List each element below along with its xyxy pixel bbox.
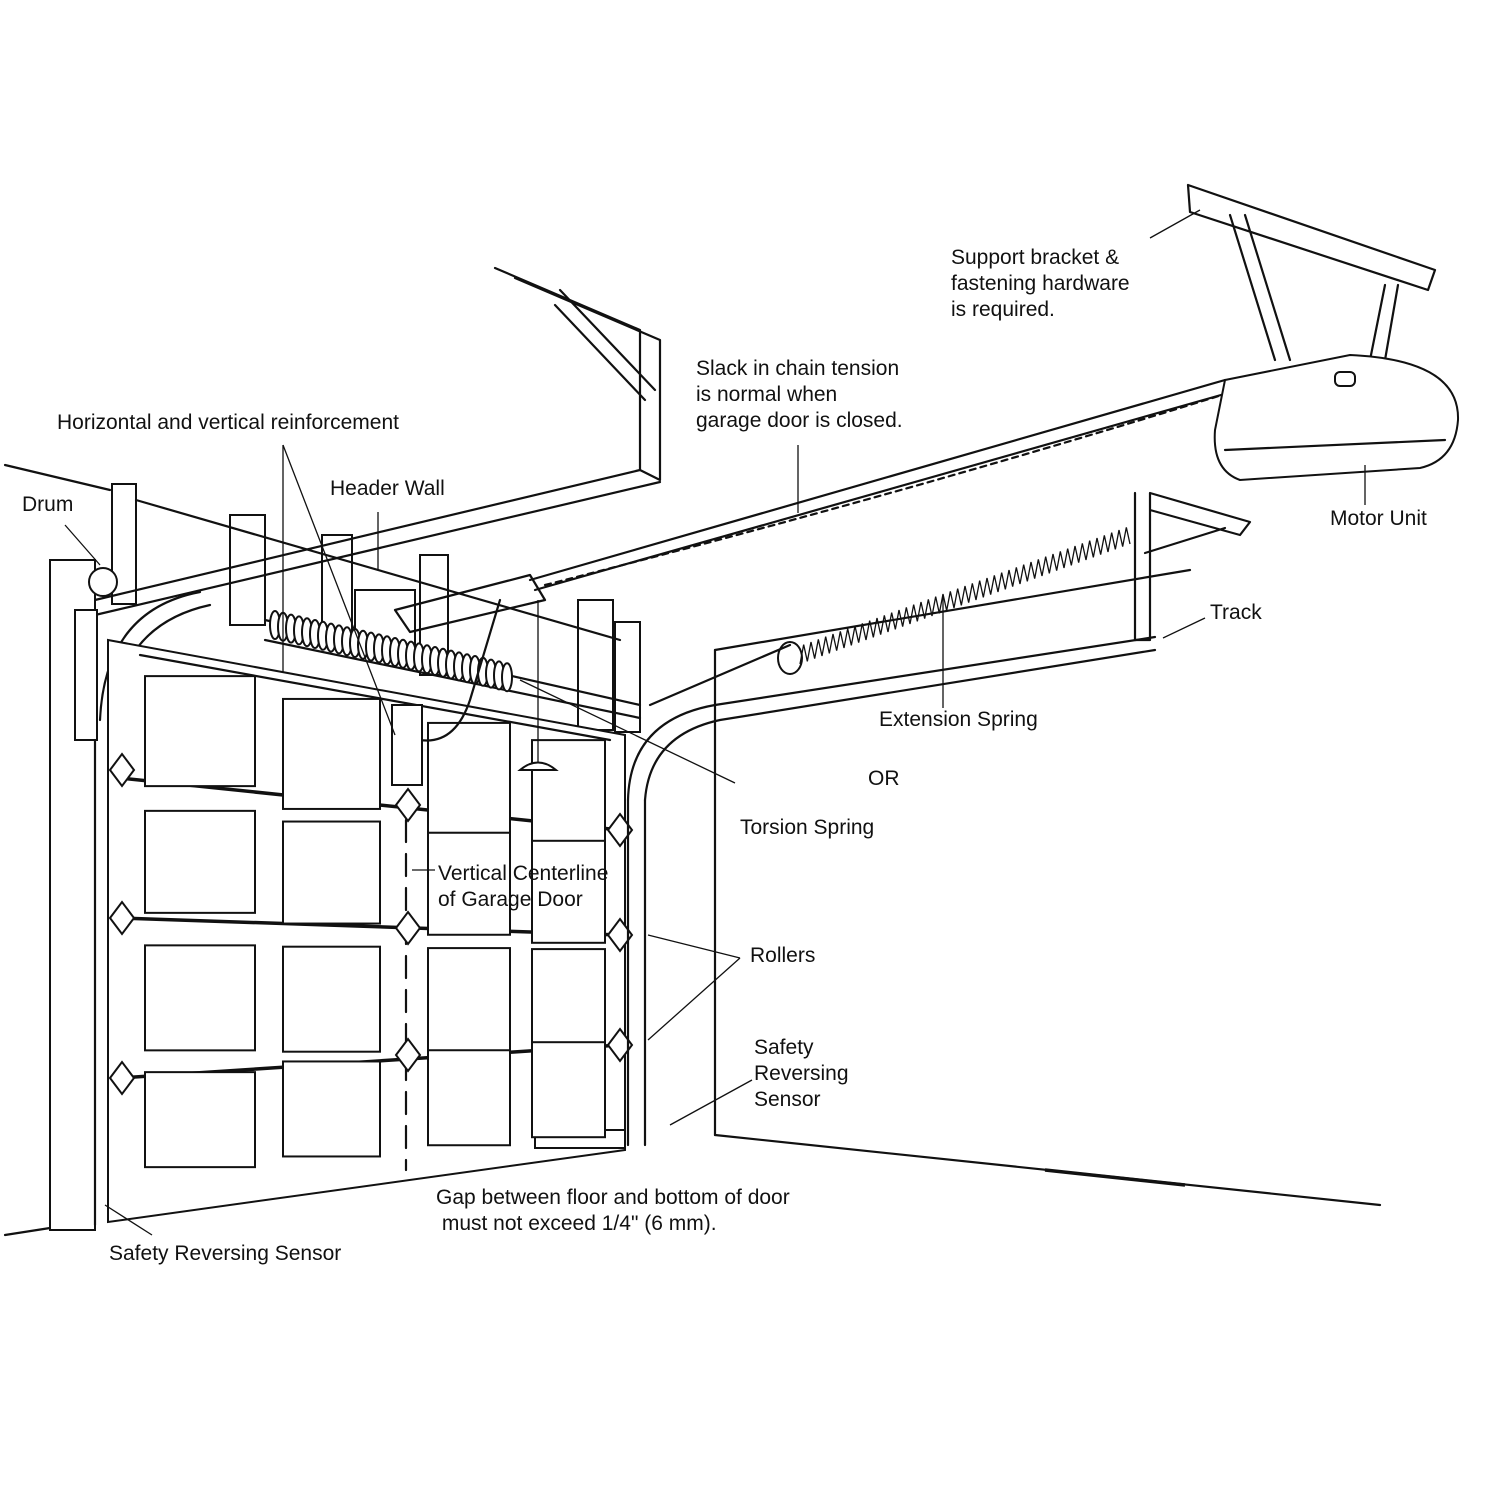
door-window [531, 948, 606, 1056]
door-window [531, 1041, 606, 1139]
roller-hinge-icon [394, 1037, 422, 1073]
label-sensor-left: Safety Reversing Sensor [109, 1242, 342, 1265]
door-window [531, 839, 606, 944]
label-extension-spring: Extension Spring [879, 708, 1038, 731]
door-window [144, 809, 256, 914]
label-drum: Drum [22, 493, 74, 516]
door-window [427, 947, 511, 1055]
door-window [144, 675, 256, 788]
door-window [531, 739, 606, 852]
roller-hinge-icon [606, 812, 634, 848]
door-bracket [391, 704, 423, 786]
label-header-wall: Header Wall [330, 477, 445, 500]
door-window [282, 820, 381, 925]
door-window [282, 697, 381, 810]
torsion-spring [263, 610, 642, 720]
left-track [49, 559, 212, 1231]
left-wall [3, 463, 112, 1237]
label-reinforcement: Horizontal and vertical reinforcement [57, 411, 399, 434]
rail-and-chain [391, 378, 1230, 786]
rollers [108, 752, 634, 1096]
emergency-release-handle [517, 761, 559, 771]
roller-hinge-icon [108, 1060, 136, 1096]
door-window [427, 721, 511, 834]
door-window [282, 1060, 381, 1158]
roller-hinge-icon [606, 917, 634, 953]
roller-hinge-icon [394, 787, 422, 823]
door-windows [144, 675, 606, 1169]
door-window [282, 945, 381, 1053]
torsion-coil [501, 662, 513, 693]
label-track: Track [1210, 601, 1262, 624]
door-window [144, 1071, 256, 1169]
label-motor-unit: Motor Unit [1330, 507, 1427, 530]
label-or: OR [868, 767, 900, 790]
door-window [427, 831, 511, 936]
right-wall [713, 568, 1382, 1207]
drum-icon [88, 567, 118, 597]
roller-hinge-icon [108, 752, 136, 788]
support-bracket [1186, 183, 1437, 362]
door-window [427, 1049, 511, 1147]
roller-hinge-icon [108, 900, 136, 936]
right-track [626, 491, 1252, 1147]
extension-spring [648, 527, 1131, 707]
label-rollers: Rollers [750, 944, 816, 967]
leader-lines [64, 209, 1366, 1236]
label-gap: Gap between floor and bottom of door mus… [436, 1186, 790, 1235]
door-window [144, 944, 256, 1052]
motor-unit [1213, 353, 1460, 482]
roller-hinge-icon [606, 1027, 634, 1063]
label-torsion-spring: Torsion Spring [740, 816, 875, 839]
roller-hinge-icon [394, 910, 422, 946]
